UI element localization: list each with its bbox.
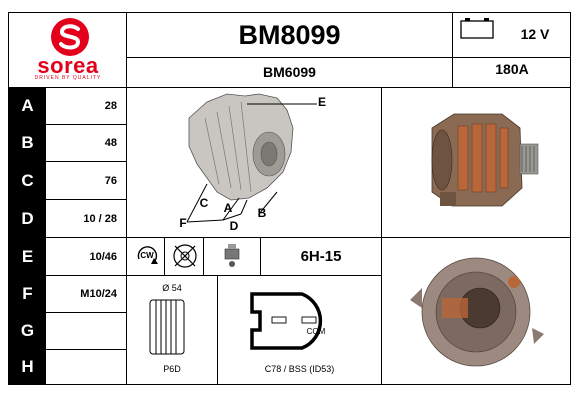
row-value-a: 28 [104, 100, 117, 112]
pulley-diameter: Ø 54 [162, 283, 182, 293]
brand-name: sorea [37, 53, 99, 78]
brand-tagline: DRIVEN BY QUALITY [34, 75, 102, 81]
connector-pin-label: COM [306, 327, 326, 336]
row-value-c: 76 [104, 174, 117, 187]
alt-number: BM6099 [263, 64, 316, 80]
row-value-g [47, 313, 125, 349]
row-value-b: 48 [104, 137, 117, 149]
diagram-label-e: E [317, 95, 326, 109]
rotation-label: CW [140, 251, 154, 260]
alternator-side-photo [431, 113, 539, 207]
row-letter-e: E [9, 238, 46, 275]
fan-crossed-icon [173, 244, 197, 268]
row-letter-b: B [9, 125, 46, 161]
alternator-rear-photo [410, 257, 544, 367]
rotation-icon [137, 246, 158, 264]
regulator-code: 6H-15 [300, 248, 342, 265]
diagram-label-a: A [223, 201, 233, 215]
row-letter-h: H [9, 350, 46, 384]
row-letter-c: C [9, 162, 46, 199]
diagram-label-b: B [257, 206, 267, 220]
diagram-label-f: F [179, 216, 187, 230]
pulley-type: P6D [163, 364, 181, 374]
alternator-dimension-diagram [186, 93, 317, 223]
connector-code: C78 / BSS (ID53) [264, 364, 335, 374]
row-value-e: 10/46 [89, 250, 117, 263]
diagram-label-c: C [199, 196, 209, 210]
connector-icon [250, 292, 323, 350]
diagram-label-d: D [229, 219, 239, 233]
battery-icon [460, 18, 494, 39]
row-value-f: M10/24 [80, 288, 117, 300]
amperage: 180A [495, 61, 529, 77]
part-number: BM8099 [238, 20, 341, 50]
sorea-logo-icon [51, 18, 89, 56]
row-value-h [47, 350, 125, 384]
voltage: 12 V [520, 26, 550, 42]
regulator-icon [224, 244, 240, 267]
row-letter-f: F [9, 276, 46, 312]
pulley-icon [149, 299, 185, 355]
row-value-d: 10 / 28 [83, 212, 117, 225]
row-letter-a: A [9, 88, 46, 124]
row-letter-g: G [9, 313, 46, 349]
row-letter-d: D [9, 200, 46, 237]
